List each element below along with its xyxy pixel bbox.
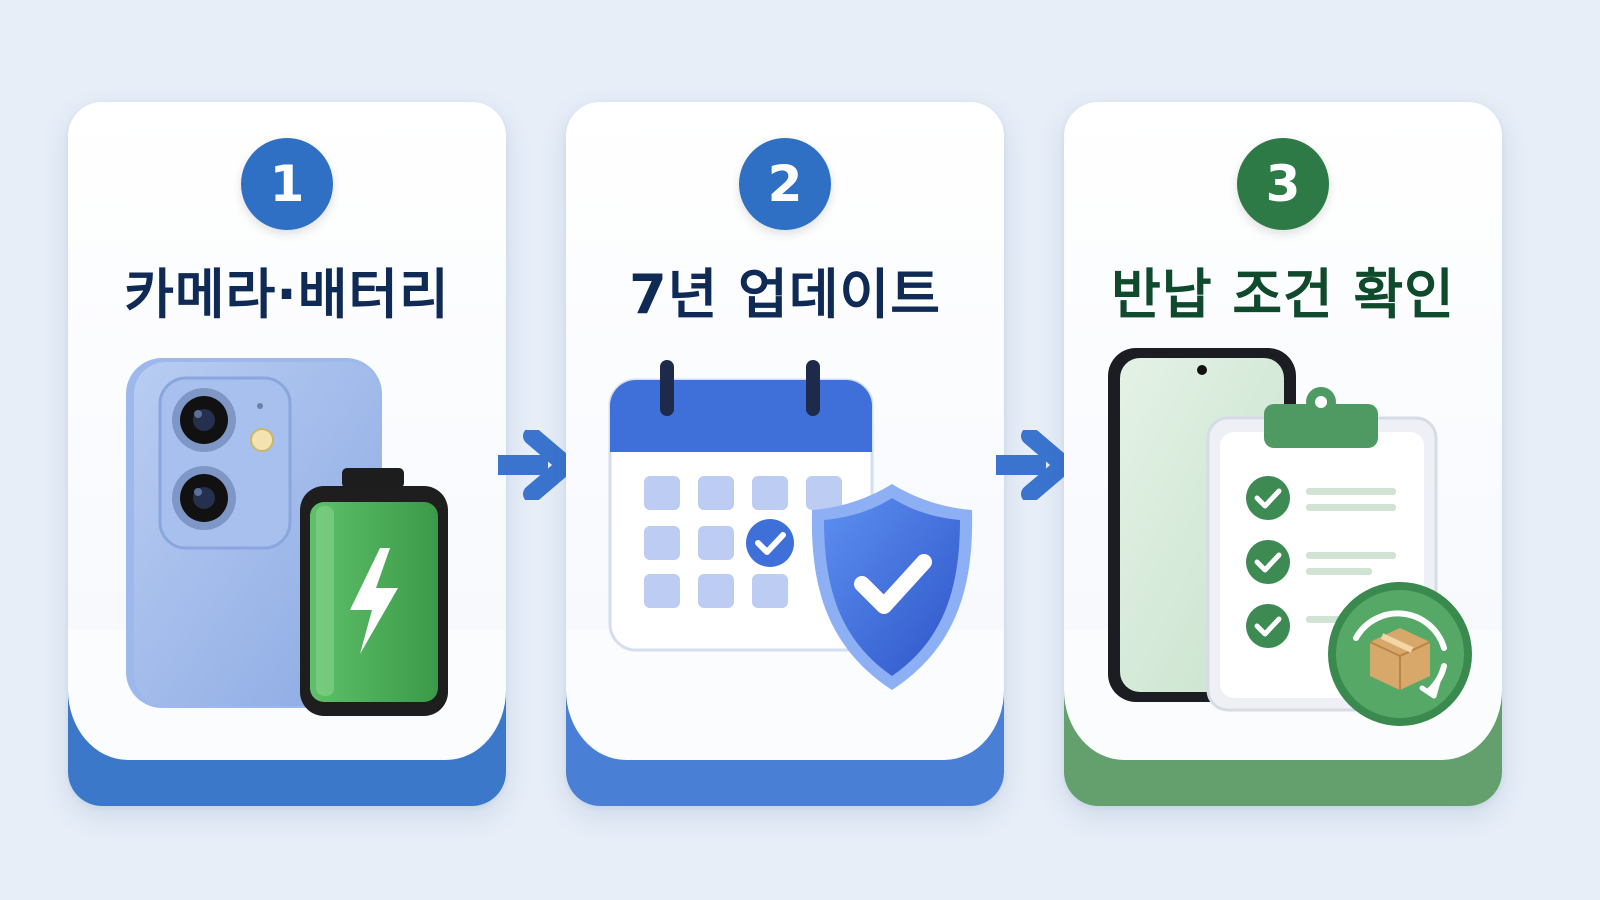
step-card-3: 3 반납 조건 확인 bbox=[1064, 102, 1502, 806]
calendar-shield-icon bbox=[608, 360, 973, 690]
step-number-badge: 2 bbox=[739, 138, 831, 230]
step-number-badge: 3 bbox=[1237, 138, 1329, 230]
step-card-2: 2 7년 업데이트 bbox=[566, 102, 1004, 806]
step-title: 7년 업데이트 bbox=[629, 263, 941, 326]
step-number-badge: 1 bbox=[241, 138, 333, 230]
phone-battery-icon bbox=[126, 358, 448, 716]
step-card-1: 1 카메라·배터리 bbox=[68, 102, 506, 806]
step-title: 카메라·배터리 bbox=[124, 263, 450, 326]
checklist-return-icon bbox=[1108, 348, 1472, 726]
step-title: 반납 조건 확인 bbox=[1111, 263, 1455, 326]
